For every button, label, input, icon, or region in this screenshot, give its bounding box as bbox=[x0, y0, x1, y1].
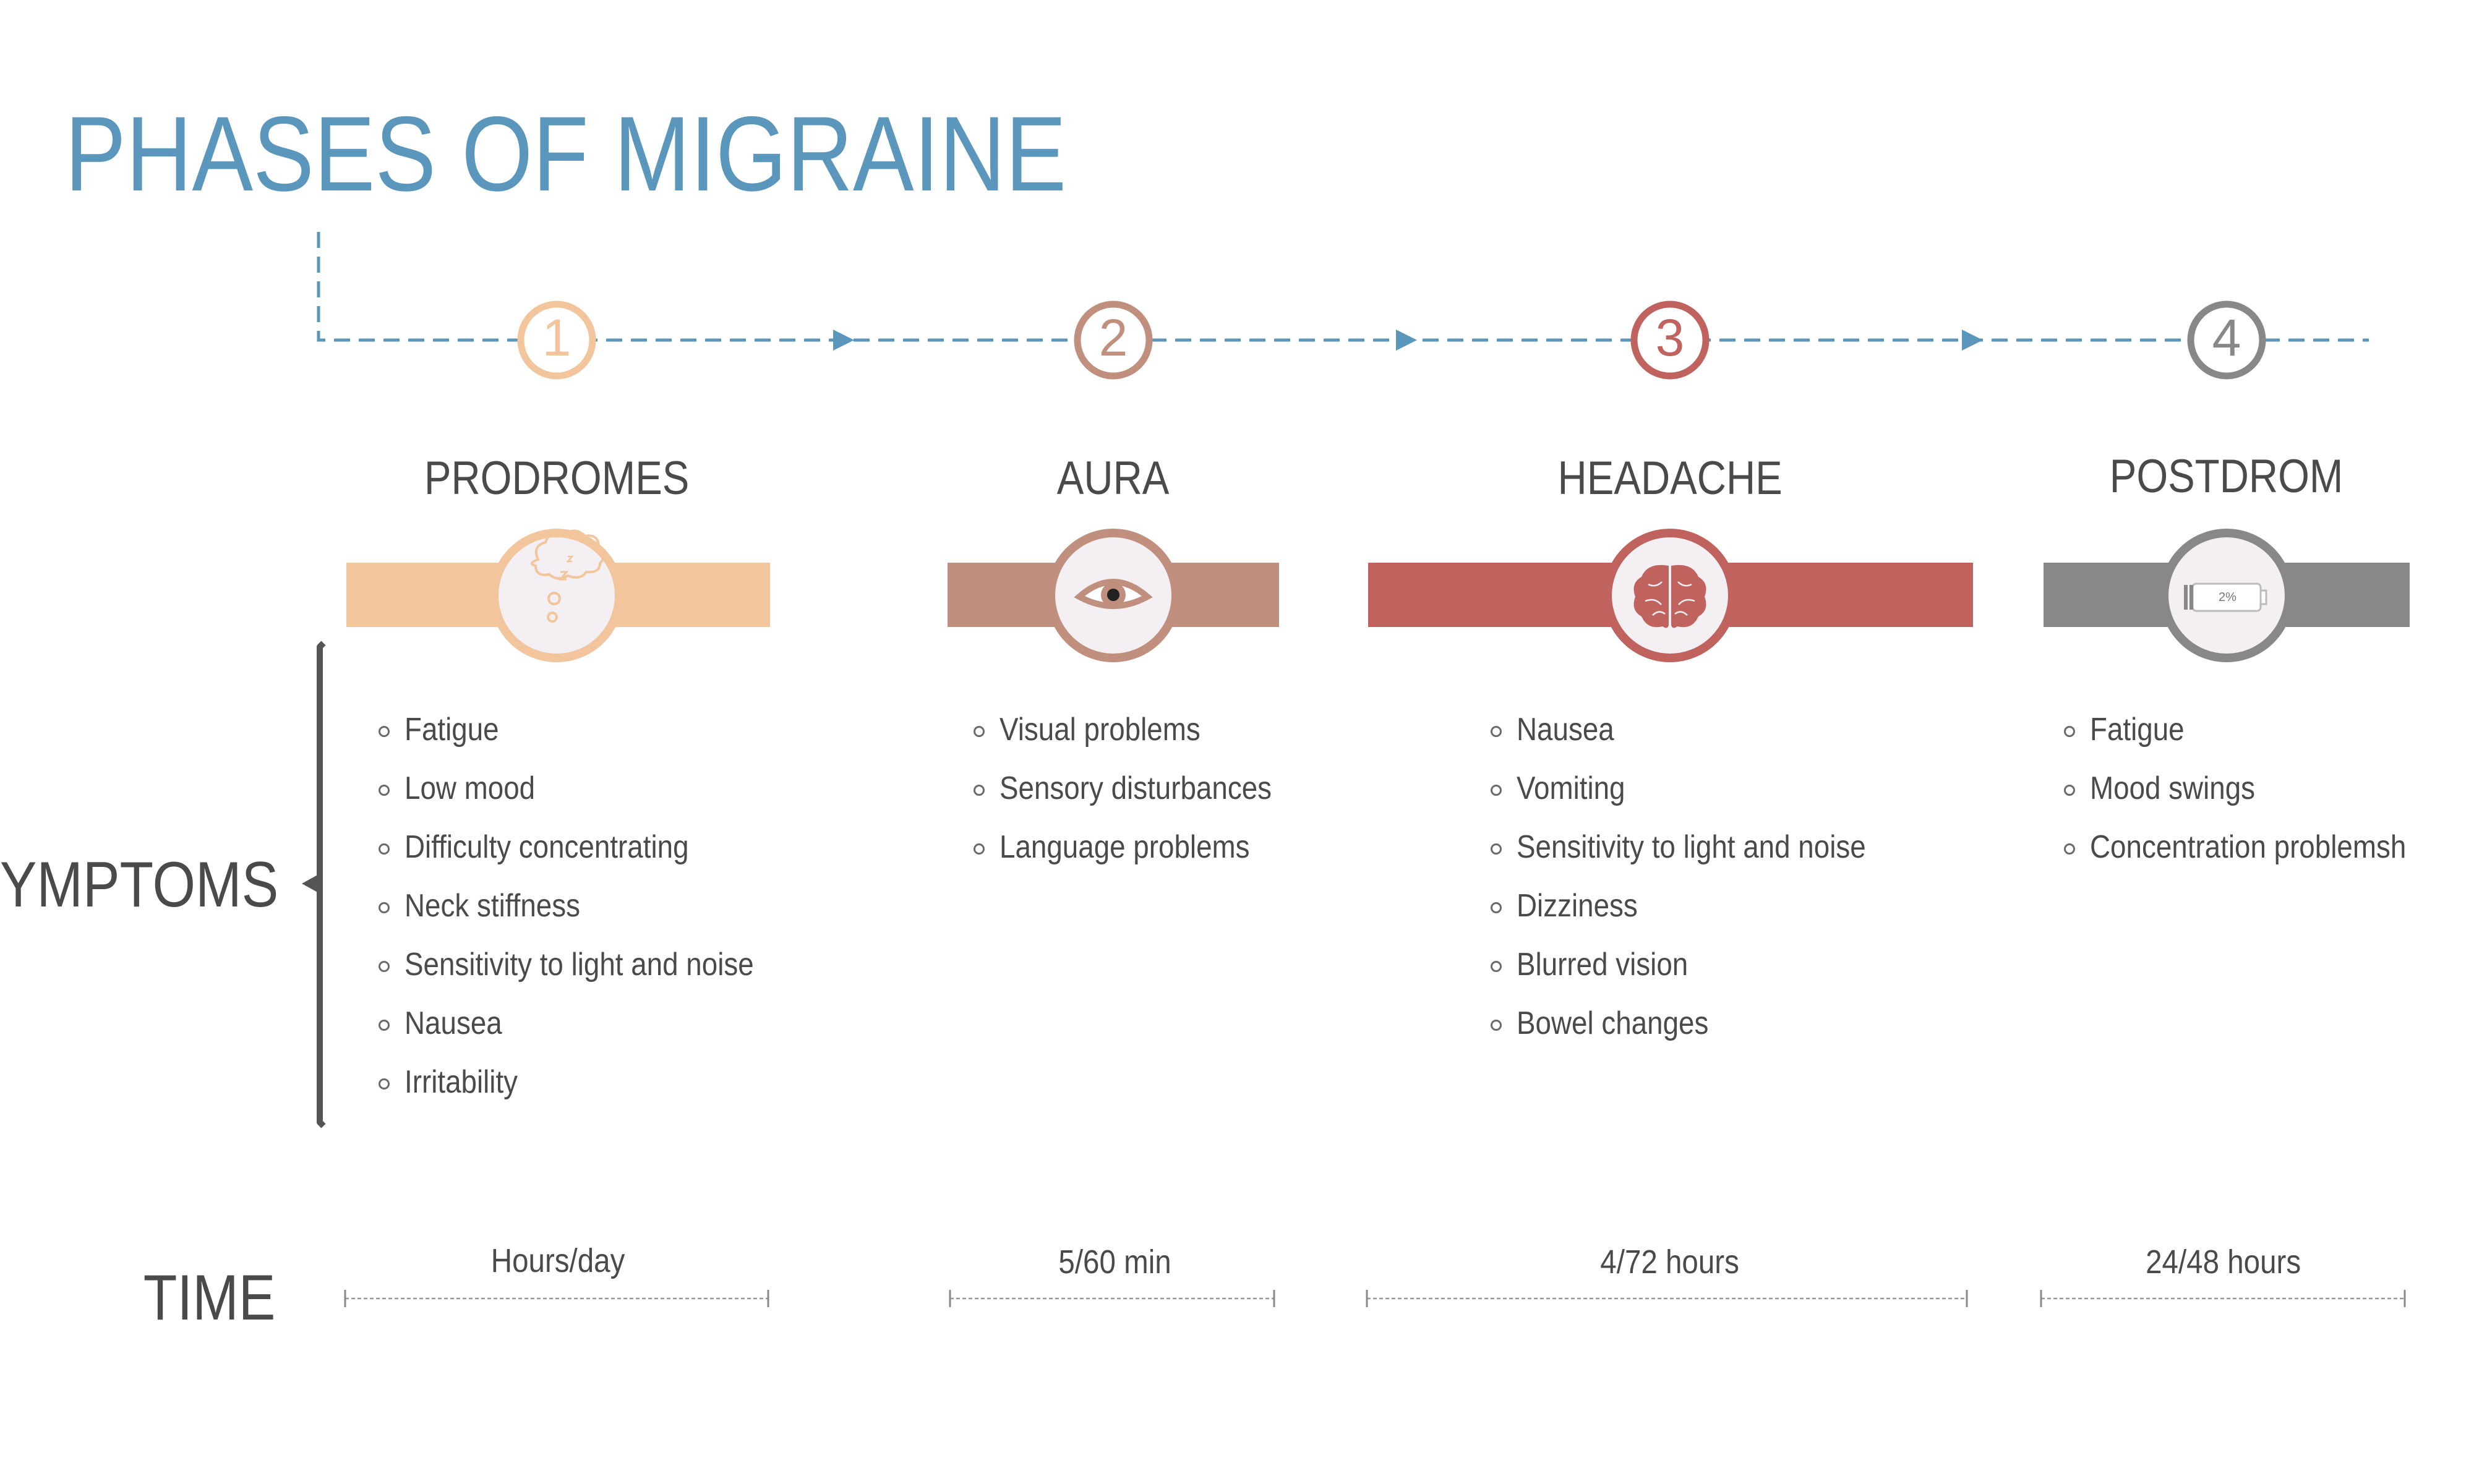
icon-badge-1 bbox=[490, 529, 623, 662]
list-item: Fatigue bbox=[379, 708, 802, 767]
duration-aura: 5/60 min bbox=[1058, 1243, 1171, 1281]
sleep-z-letter-small bbox=[566, 555, 574, 563]
list-item: Nausea bbox=[1491, 708, 1914, 767]
list-item: Concentration problemsh bbox=[2064, 825, 2449, 884]
phase-name-prodromes: PRODROMES bbox=[424, 452, 690, 505]
step-number-2: 2 bbox=[1098, 309, 1128, 367]
list-item: Visual problems bbox=[974, 708, 1309, 767]
list-item: Mood swings bbox=[2064, 767, 2449, 825]
brain-icon bbox=[1633, 565, 1706, 628]
step-circle-1 bbox=[517, 301, 596, 380]
list-item: Vomiting bbox=[1491, 767, 1914, 825]
low-battery-icon bbox=[2184, 582, 2267, 612]
duration-headache: 4/72 hours bbox=[1600, 1243, 1740, 1281]
brain-fold-3 bbox=[1652, 611, 1666, 616]
step-circle-2 bbox=[1074, 301, 1153, 380]
list-item: Nausea bbox=[379, 1002, 802, 1060]
duration-postdrom: 24/48 hours bbox=[2146, 1243, 2301, 1281]
timeline-arrowhead-1 bbox=[833, 330, 854, 351]
phase-name-headache: HEADACHE bbox=[1557, 452, 1783, 505]
symptom-list-postdrom: Fatigue Mood swings Concentration proble… bbox=[2064, 708, 2449, 884]
step-number-4: 4 bbox=[2212, 309, 2241, 367]
list-item: Neck stiffness bbox=[379, 884, 802, 943]
page-title: PHASES OF MIGRAINE bbox=[65, 95, 1067, 213]
step-number-1: 1 bbox=[542, 309, 571, 367]
list-item: Sensory disturbances bbox=[974, 767, 1309, 825]
timeline-arrowhead-2 bbox=[1396, 330, 1417, 351]
brain-fold-6 bbox=[1674, 611, 1688, 616]
brain-fold-5 bbox=[1678, 599, 1695, 605]
list-item: Bowel changes bbox=[1491, 1002, 1914, 1060]
symptoms-bracket-pointer bbox=[302, 874, 319, 893]
list-item: Sensitivity to light and noise bbox=[1491, 825, 1914, 884]
symptoms-bracket bbox=[317, 641, 326, 1128]
list-item: Dizziness bbox=[1491, 884, 1914, 943]
timeline-arrowhead-3 bbox=[1962, 330, 1983, 351]
list-item: Sensitivity to light and noise bbox=[379, 943, 802, 1002]
phase-name-aura: AURA bbox=[1057, 452, 1170, 505]
thought-bubble-cloud bbox=[531, 529, 606, 580]
list-item: Blurred vision bbox=[1491, 943, 1914, 1002]
symptom-list-prodromes: Fatigue Low mood Difficulty concentratin… bbox=[379, 708, 802, 1119]
phase-name-postdrom: POSTDROM bbox=[2110, 450, 2343, 503]
symptoms-label: SYMPTOMS bbox=[0, 849, 278, 921]
symptom-list-headache: Nausea Vomiting Sensitivity to light and… bbox=[1491, 708, 1914, 1060]
thought-bubble-dot-small bbox=[547, 612, 558, 623]
brain-fold-1 bbox=[1648, 581, 1663, 587]
battery-bar-1 bbox=[2184, 585, 2188, 610]
list-item: Low mood bbox=[379, 767, 802, 825]
timeline-dashed-line bbox=[317, 232, 2369, 342]
time-label: TIME bbox=[143, 1262, 275, 1334]
step-circle-3 bbox=[1630, 301, 1710, 380]
thought-bubble-dot-large bbox=[547, 592, 561, 605]
brain-fold-2 bbox=[1645, 599, 1662, 605]
list-item: Difficulty concentrating bbox=[379, 825, 802, 884]
step-number-3: 3 bbox=[1655, 309, 1685, 367]
symptom-list-aura: Visual problems Sensory disturbances Lan… bbox=[974, 708, 1309, 884]
battery-terminal bbox=[2259, 589, 2267, 605]
battery-bar-2 bbox=[2189, 585, 2193, 610]
step-circle-4 bbox=[2187, 301, 2266, 380]
sleep-z-letter bbox=[558, 571, 569, 581]
list-item: Irritability bbox=[379, 1060, 802, 1119]
battery-level-text: 2% bbox=[2219, 591, 2236, 604]
brain-fold-4 bbox=[1677, 581, 1692, 587]
list-item: Fatigue bbox=[2064, 708, 2449, 767]
eye-pupil bbox=[1107, 589, 1119, 601]
thought-bubble-sleep-icon bbox=[531, 529, 606, 623]
list-item: Language problems bbox=[974, 825, 1309, 884]
duration-prodromes: Hours/day bbox=[491, 1242, 625, 1279]
eye-icon bbox=[1074, 579, 1153, 609]
